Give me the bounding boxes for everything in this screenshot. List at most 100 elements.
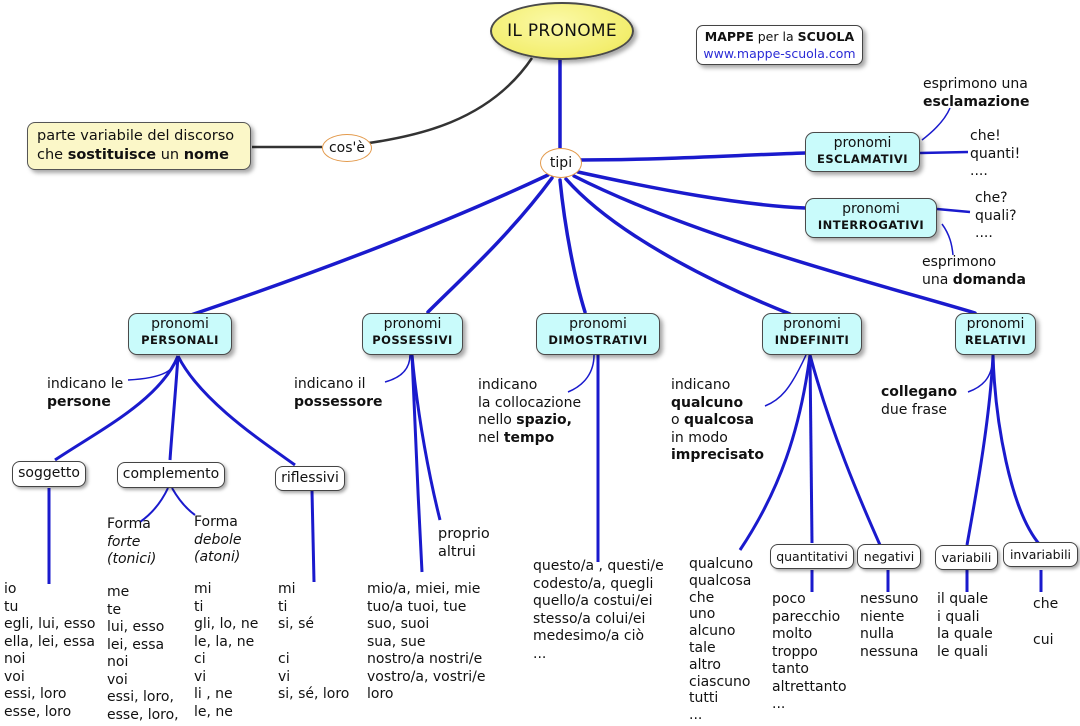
variabili-label: variabili — [941, 550, 992, 565]
possessivi-desc-2: possessore — [294, 393, 383, 410]
soggetto-item: ella, lei, essa — [4, 633, 95, 650]
node-variabili: variabili — [935, 545, 998, 570]
soggetto-item: essi, loro — [4, 686, 67, 702]
possessivi-item: vostro/a, vostri/e — [367, 668, 486, 685]
def-nome: nome — [183, 147, 229, 163]
negativi-label: negativi — [863, 549, 915, 564]
personali-l2: PERSONALI — [141, 333, 219, 347]
indefiniti-list: qualcuno qualcosa che uno alcuno tale al… — [689, 556, 753, 724]
personali-l1: pronomi — [151, 316, 209, 332]
invariabili-item: cui — [1033, 632, 1054, 648]
interrogativi-ex: .... — [975, 225, 993, 241]
brand-url[interactable]: www.mappe-scuola.com — [703, 46, 856, 61]
dim-spazio: spazio, — [516, 412, 572, 428]
quantitativi-label: quantitativi — [776, 549, 848, 564]
interrogativi-examples: che? quali? .... — [975, 190, 1017, 243]
riflessivi-item: vi — [278, 668, 291, 685]
forte-paren: (tonici) — [107, 551, 157, 567]
negativi-item: nulla — [860, 626, 895, 642]
dimostrativi-list: questo/a , questi/e codesto/a, quegli qu… — [533, 558, 664, 663]
indefiniti-item: altro — [689, 656, 721, 673]
esclamativi-ex: .... — [970, 163, 988, 179]
riflessivi-item: si, sé, loro — [278, 686, 350, 702]
altrui-label: altrui — [438, 543, 476, 560]
variabili-list: il quale i quali la quale le quali — [937, 591, 993, 661]
indefiniti-item: ciascuno — [689, 673, 751, 690]
debole-paren: (atoni) — [194, 549, 241, 565]
quantitativi-list: poco parecchio molto troppo tanto altret… — [772, 591, 847, 714]
riflessivi-item: si, sé — [278, 616, 314, 632]
dimostrativi-desc-1: indicano — [478, 377, 538, 393]
title-text: IL PRONOME — [507, 21, 617, 41]
soggetto-item: voi — [4, 668, 25, 685]
soggetto-item: io — [4, 581, 17, 597]
quantitativi-item: troppo — [772, 643, 818, 660]
indefiniti-desc: indicano qualcuno o qualcosa in modo imp… — [671, 377, 764, 465]
dimostrativi-item: ... — [533, 645, 547, 662]
proprio-label: proprio — [438, 526, 490, 542]
forte-list: me te lui, esso lei, essa noi voi essi, … — [107, 584, 179, 724]
quantitativi-item: molto — [772, 626, 813, 642]
interrogativi-l1: pronomi — [842, 201, 900, 217]
node-quantitativi: quantitativi — [770, 544, 854, 569]
node-personali: pronomi PERSONALI — [128, 313, 232, 355]
negativi-item: niente — [860, 608, 905, 625]
node-soggetto: soggetto — [12, 461, 86, 487]
brand-box: MAPPE per la SCUOLA www.mappe-scuola.com — [696, 25, 863, 65]
possessivi-item: sua, sue — [367, 633, 426, 650]
possessivi-item: loro — [367, 686, 394, 702]
possessivi-item: tuo/a tuoi, tue — [367, 598, 467, 615]
personali-desc-2: persone — [47, 393, 111, 410]
node-invariabili: invariabili — [1003, 542, 1078, 567]
debole-label: debole — [194, 531, 242, 548]
node-dimostrativi: pronomi DIMOSTRATIVI — [536, 313, 660, 355]
variabili-item: i quali — [937, 608, 980, 625]
definition-line-1: parte variabile del discorso — [37, 128, 235, 144]
relativi-l2: RELATIVI — [964, 333, 1027, 347]
riflessivi-spacer — [278, 634, 349, 652]
possessivi-item: suo, suoi — [367, 616, 430, 632]
personali-desc-1: indicano le — [47, 376, 124, 392]
complemento-label: complemento — [122, 466, 220, 483]
riflessivi-item: mi — [278, 581, 296, 597]
interrogativi-ex: che? — [975, 190, 1008, 206]
variabili-item: la quale — [937, 626, 993, 642]
possessivi-l1: pronomi — [383, 316, 442, 332]
variabili-item: le quali — [937, 643, 989, 660]
quantitativi-item: parecchio — [772, 608, 841, 625]
title-node: IL PRONOME — [490, 2, 634, 60]
dimostrativi-desc-2: la collocazione — [478, 394, 582, 411]
debole-item: ti — [194, 598, 204, 615]
interrogativi-desc-1: esprimono — [922, 254, 997, 270]
node-negativi: negativi — [857, 544, 921, 569]
quantitativi-item: altrettanto — [772, 678, 847, 695]
possessivi-desc-1: indicano il — [294, 376, 366, 392]
possessivi-l2: POSSESSIVI — [372, 333, 453, 347]
forma-forte: Forma forte (tonici) — [107, 516, 156, 569]
forte-item: noi — [107, 654, 129, 670]
possessivi-item: nostro/a nostri/e — [367, 651, 483, 667]
cose-label: cos'è — [328, 140, 366, 156]
invariabili-label: invariabili — [1009, 547, 1072, 562]
variabili-item: il quale — [937, 591, 989, 607]
debole-pre: Forma — [194, 514, 238, 530]
indefiniti-item: tale — [689, 639, 716, 656]
debole-item: mi — [194, 581, 212, 597]
possessivi-list: mio/a, miei, mie tuo/a tuoi, tue suo, su… — [367, 581, 485, 704]
indefiniti-desc-2: qualcuno — [671, 394, 744, 411]
node-riflessivi: riflessivi — [275, 466, 345, 491]
esclamativi-desc-2: esclamazione — [923, 93, 1030, 110]
debole-item: ci — [194, 651, 206, 667]
debole-item: le, ne — [194, 703, 233, 720]
esclamativi-l2: ESCLAMATIVI — [816, 152, 909, 166]
relativi-l1: pronomi — [966, 316, 1025, 332]
esclamativi-examples: che! quanti! .... — [970, 128, 1020, 181]
debole-item: gli, lo, ne — [194, 616, 259, 632]
forte-pre: Forma — [107, 516, 151, 532]
soggetto-label: soggetto — [18, 465, 80, 482]
relativi-desc-1: collegano — [881, 384, 958, 400]
brand-scuola: SCUOLA — [797, 29, 855, 44]
esclamativi-desc-1: esprimono una — [923, 76, 1028, 92]
node-indefiniti: pronomi INDEFINITI — [762, 313, 862, 355]
def-sostituisce: sostituisce — [67, 147, 157, 163]
